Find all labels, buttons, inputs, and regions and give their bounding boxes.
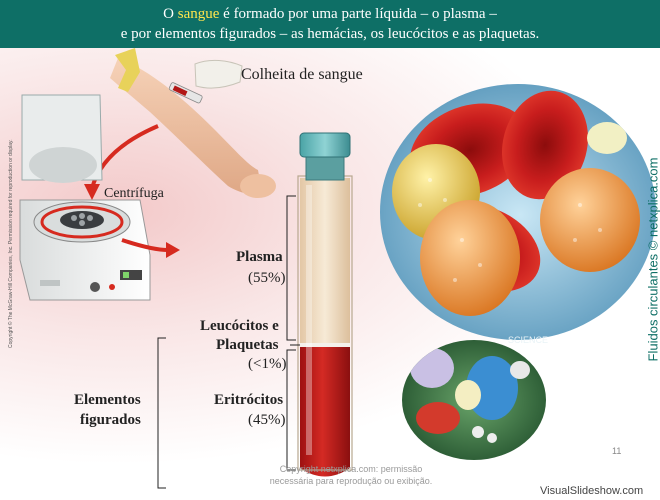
label-colheita: Colheita de sangue <box>241 66 363 83</box>
label-plaquetas: Plaquetas <box>216 337 279 353</box>
bottom-copyright-line-1: Copyright netxplica.com: permissão <box>279 464 423 474</box>
side-title: Fluidos circulantes © netxplica.com <box>645 157 660 362</box>
arrow-head-1 <box>84 184 100 200</box>
bottom-copyright: Copyright netxplica.com: permissão neces… <box>246 463 456 487</box>
label-elementos: Elementos <box>74 392 141 408</box>
footer-watermark: VisualSlideshow.com <box>540 485 644 497</box>
gloved-hand <box>194 59 243 89</box>
label-plasma: Plasma <box>236 249 283 265</box>
micrograph-caption: SCIENCE <box>508 335 548 345</box>
arrow-to-tube <box>121 238 169 252</box>
slide-header: O sangue é formado por uma parte líquida… <box>0 0 660 48</box>
label-leuco-pct: (<1%) <box>248 356 287 372</box>
label-centrifuga: Centrífuga <box>104 186 164 201</box>
header-text-b: é formado por uma parte líquida – o plas… <box>219 6 497 22</box>
micrograph-blood-cells <box>380 84 656 340</box>
label-eritrocitos: Eritrócitos <box>214 392 284 408</box>
header-text-a: O <box>163 6 178 22</box>
header-line-2: e por elementos figurados – as hemácias,… <box>120 26 540 42</box>
arm <box>110 58 262 194</box>
label-figurados: figurados <box>80 412 141 428</box>
tourniquet <box>115 48 140 92</box>
arrow-head-2 <box>166 242 180 258</box>
bracket-elementos <box>157 337 166 489</box>
label-plasma-pct: (55%) <box>248 270 286 286</box>
page-number: 11 <box>612 446 622 456</box>
centrifuge <box>19 94 151 301</box>
label-leucocitos: Leucócitos e <box>200 318 279 334</box>
bracket-plasma <box>286 195 296 341</box>
header-highlight-sangue: sangue <box>177 6 220 22</box>
bottom-copyright-line-2: necessária para reprodução ou exibição. <box>269 476 433 486</box>
bracket-eritro <box>286 349 296 471</box>
test-tube <box>297 132 353 477</box>
fist <box>240 174 276 198</box>
side-copyright: Copyright © The McGraw-Hill Companies, I… <box>8 139 14 348</box>
label-eritro-pct: (45%) <box>248 412 286 428</box>
header-line-1: O sangue é formado por uma parte líquida… <box>0 4 660 24</box>
micrograph-leukocytes <box>402 340 546 460</box>
syringe-blood <box>172 85 188 96</box>
